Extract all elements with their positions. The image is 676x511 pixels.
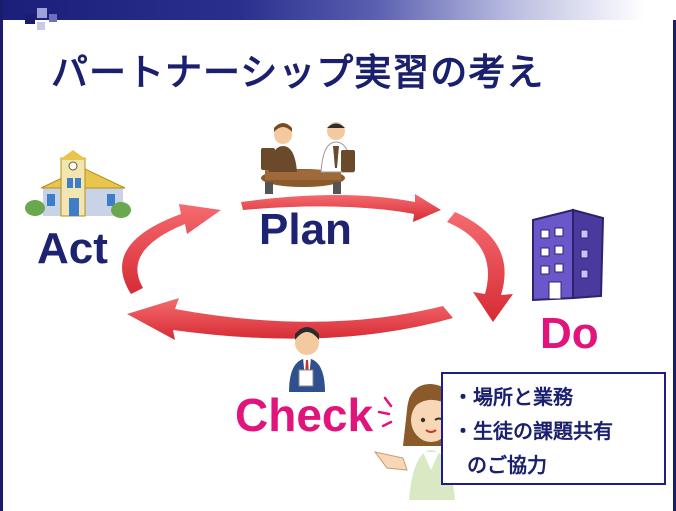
decor-square (37, 8, 47, 18)
arrow-check-to-act (127, 298, 453, 340)
arrow-plan-to-do (241, 194, 441, 222)
arrow-act-to-plan (122, 204, 221, 294)
cycle-label-act: Act (37, 224, 108, 273)
note-line: ・場所と業務 (453, 385, 573, 409)
pdca-graphics (25, 122, 605, 500)
slide-title: パートナーシップ実習の考え (51, 51, 545, 94)
decor-square (37, 22, 45, 30)
school-building-icon (25, 150, 131, 218)
office-building-icon (532, 208, 605, 302)
cycle-label-check: Check (235, 389, 374, 441)
cycle-label-plan: Plan (259, 205, 352, 254)
title-bar-decoration (3, 0, 676, 20)
decor-square (25, 14, 35, 24)
cycle-arrows (122, 194, 513, 340)
arrow-right-down (447, 212, 513, 322)
cooperation-note-box: ・場所と業務 ・生徒の課題共有 のご協力 (441, 372, 666, 485)
meeting-people-icon (261, 122, 355, 194)
note-line: ・生徒の課題共有 (453, 419, 613, 443)
decor-square (49, 14, 57, 22)
businessman-icon (289, 327, 325, 392)
cycle-label-do: Do (540, 309, 599, 358)
note-line: のご協力 (467, 453, 547, 477)
